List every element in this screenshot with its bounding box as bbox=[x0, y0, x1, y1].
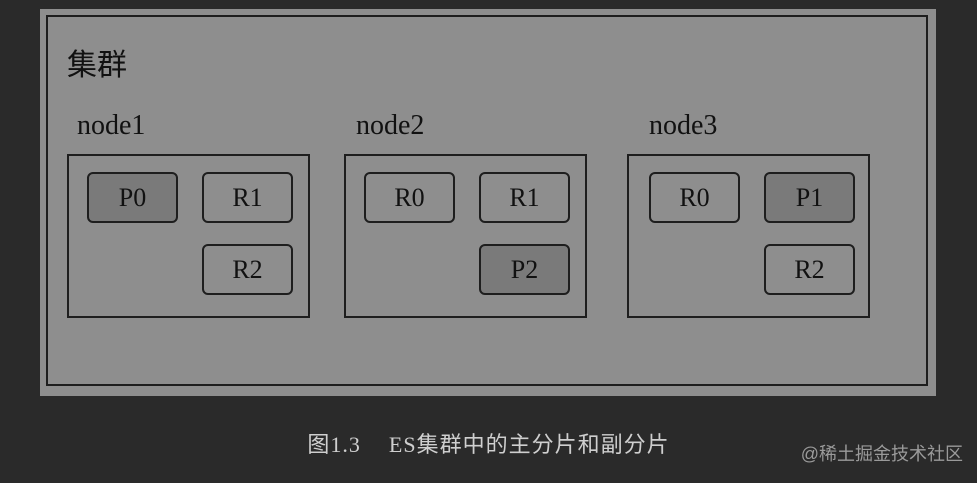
watermark: @稀土掘金技术社区 bbox=[800, 444, 963, 464]
node3-box: R0 P1 R2 bbox=[627, 154, 870, 318]
node1-shard-p0: P0 bbox=[87, 172, 178, 223]
node1-shard-r2: R2 bbox=[202, 244, 293, 295]
node3-shard-r0: R0 bbox=[649, 172, 740, 223]
node3-shard-r2: R2 bbox=[764, 244, 855, 295]
node2-box: R0 R1 P2 bbox=[344, 154, 587, 318]
node2-shard-p2: P2 bbox=[479, 244, 570, 295]
figure-caption-text: ES集群中的主分片和副分片 bbox=[388, 432, 670, 457]
node3-shard-p1: P1 bbox=[764, 172, 855, 223]
figure-caption: 图1.3 ES集群中的主分片和副分片 bbox=[0, 434, 977, 456]
node1-label: node1 bbox=[77, 110, 146, 141]
node3-label: node3 bbox=[649, 110, 718, 141]
node1-box: P0 R1 R2 bbox=[67, 154, 310, 318]
node2-shard-r0: R0 bbox=[364, 172, 455, 223]
cluster-box bbox=[46, 15, 928, 386]
node2-label: node2 bbox=[356, 110, 425, 141]
cluster-title: 集群 bbox=[67, 49, 127, 82]
node2-shard-r1: R1 bbox=[479, 172, 570, 223]
node1-shard-r1: R1 bbox=[202, 172, 293, 223]
figure-caption-number: 图1.3 bbox=[307, 432, 361, 457]
diagram-figure: 集群 node1 P0 R1 R2 node2 R0 R1 P2 node3 R… bbox=[40, 9, 936, 396]
